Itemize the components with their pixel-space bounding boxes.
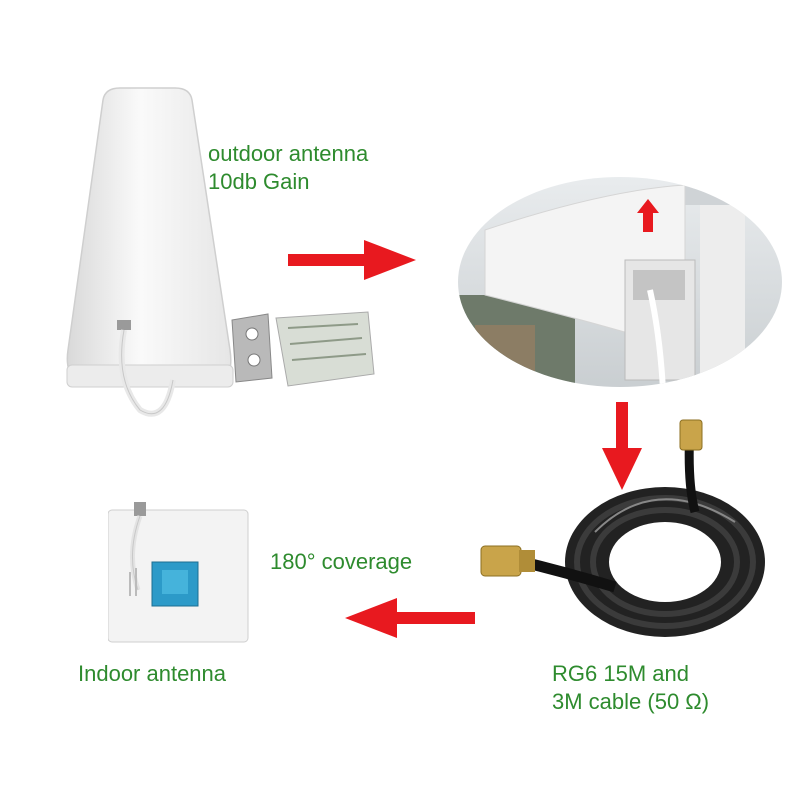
outdoor-antenna-title: outdoor antenna: [208, 141, 369, 166]
outdoor-antenna-image: [66, 87, 234, 417]
arrow-left-icon: [345, 598, 475, 638]
arrow-right-icon: [288, 240, 416, 280]
coverage-caption: 180° coverage: [270, 549, 413, 574]
indoor-antenna-image: [108, 502, 249, 643]
mounting-bracket-image: [231, 311, 375, 387]
arrow-down-icon: [602, 402, 642, 490]
cable-caption-line1: RG6 15M and: [552, 661, 689, 686]
installed-antenna-photo: [458, 177, 782, 387]
indoor-antenna-caption: Indoor antenna: [78, 661, 227, 686]
outdoor-antenna-caption: outdoor antenna 10db Gain: [208, 140, 368, 196]
cable-caption: RG6 15M and 3M cable (50 Ω): [552, 660, 709, 716]
cable-caption-line2: 3M cable (50 Ω): [552, 689, 710, 714]
coiled-cable-image: [480, 419, 765, 637]
outdoor-antenna-gain: 10db Gain: [208, 169, 310, 194]
